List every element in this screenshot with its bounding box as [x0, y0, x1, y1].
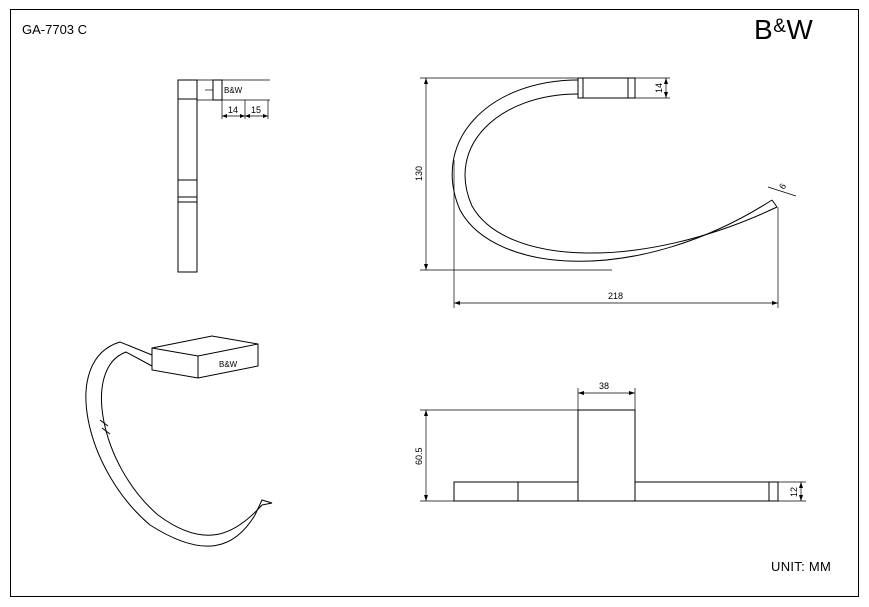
brand-logo: B&W [754, 14, 813, 46]
front-view [420, 77, 797, 308]
perspective-brand-mark: B&W [219, 360, 238, 369]
top-view [420, 388, 806, 502]
dimension-label: 14 [228, 105, 238, 115]
logo-ampersand: & [773, 16, 786, 37]
dimension-label: 218 [608, 291, 623, 301]
dimension-label: 60.5 [414, 447, 424, 465]
dimension-arrow [454, 301, 460, 305]
perspective-view [85, 335, 273, 547]
dimension-arrow [424, 495, 428, 501]
dimension-label: 6 [777, 182, 788, 191]
perspective-joint-line [101, 427, 111, 435]
product-code: GA-7703 C [22, 22, 88, 37]
perspective-ring-outer [85, 341, 256, 547]
perspective-ring-tip [254, 499, 273, 516]
dimension-arrow [664, 78, 668, 84]
front-view-mount-block [577, 77, 636, 99]
side-view-base-plate [212, 79, 223, 101]
dimension-arrow [578, 391, 584, 395]
dimension-line [767, 186, 797, 197]
dimension-arrow [240, 114, 245, 118]
dimension-label: 130 [414, 166, 424, 181]
dimension-arrow [245, 114, 250, 118]
dimension-arrow [222, 114, 227, 118]
dimension-arrow [263, 114, 268, 118]
perspective-mount-block [151, 335, 259, 379]
dimension-label: 15 [251, 105, 261, 115]
drawing-border [10, 9, 859, 597]
top-view-mount-block [577, 409, 636, 502]
dimension-arrow [424, 410, 428, 416]
dimension-arrow [799, 482, 803, 488]
side-view-brand-mark: B&W [224, 86, 243, 95]
dimension-label: 38 [599, 381, 609, 391]
logo-letter-b: B [754, 14, 773, 45]
unit-note: UNIT: MM [771, 559, 832, 574]
perspective-mount-top-edge [151, 343, 259, 357]
logo-letter-w: W [786, 14, 813, 45]
dimension-arrow [664, 92, 668, 98]
perspective-joint-line [99, 419, 109, 427]
dimension-label: 14 [654, 83, 664, 93]
dimension-label: 12 [789, 487, 799, 497]
perspective-ring-inner [101, 351, 263, 536]
dimension-arrow [772, 301, 778, 305]
front-view-ring-inner [464, 93, 778, 254]
dimension-arrow [629, 391, 635, 395]
front-view-ring-outer [451, 79, 773, 262]
side-view [177, 79, 270, 273]
dimension-arrow [799, 495, 803, 501]
side-view-arm [177, 79, 198, 273]
dimension-arrow [424, 264, 428, 270]
dimension-arrow [424, 78, 428, 84]
front-view-ring-tip [771, 199, 778, 208]
